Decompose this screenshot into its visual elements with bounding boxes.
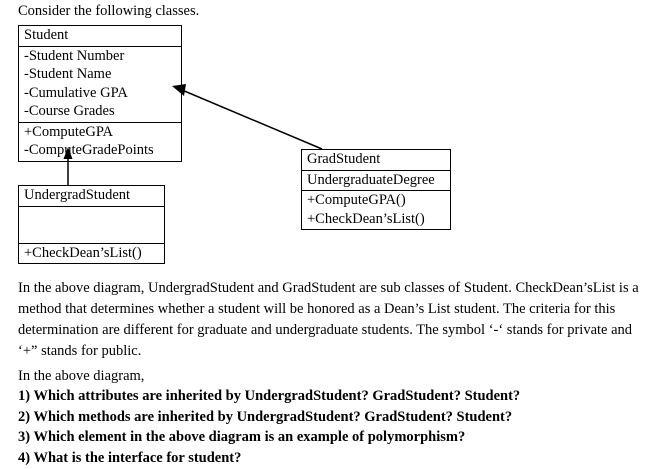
grad-methods-compartment: +ComputeGPA() +CheckDean’sList(): [302, 190, 450, 229]
question-item: 4) What is the interface for student?: [18, 449, 242, 466]
above-diagram-label: In the above diagram,: [18, 368, 145, 384]
student-attributes-compartment: -Student Number -Student Name -Cumulativ…: [19, 45, 181, 122]
grad-method: +CheckDean’sList(): [307, 210, 425, 227]
student-attribute: -Student Number: [24, 47, 125, 64]
intro-text: Consider the following classes.: [18, 3, 200, 19]
undergrad-class-name: UndergradStudent: [24, 187, 131, 203]
uml-class-undergrad-student: UndergradStudent +CheckDean’sList(): [18, 185, 165, 264]
student-attribute: -Course Grades: [24, 103, 115, 119]
questions-list: 1) Which attributes are inherited by Und…: [18, 386, 652, 468]
undergrad-attributes-compartment: [19, 205, 164, 243]
undergrad-method: +CheckDean’sList(): [24, 244, 142, 261]
student-attribute: -Student Name: [24, 66, 112, 82]
student-attribute: -Cumulative GPA: [24, 84, 128, 101]
question-item: 1) Which attributes are inherited by Und…: [18, 388, 521, 404]
grad-class-name: GradStudent: [307, 151, 381, 167]
arrow-grad-to-student: [172, 84, 323, 150]
question-item: 2) Which methods are inherited by Underg…: [18, 408, 513, 425]
explanation-paragraph: In the above diagram, UndergradStudent a…: [18, 280, 639, 359]
undergrad-methods-compartment: +CheckDean’sList(): [19, 242, 164, 264]
grad-attribute: UndergraduateDegree: [307, 171, 435, 188]
uml-class-grad-student: GradStudent UndergraduateDegree +Compute…: [301, 149, 451, 230]
student-methods-compartment: +ComputeGPA -ComputeGradePoints: [19, 121, 181, 161]
grad-name-compartment: GradStudent: [302, 150, 450, 170]
student-name-compartment: Student: [19, 26, 181, 46]
question-item: 3) Which element in the above diagram is…: [18, 429, 466, 445]
uml-class-student: Student -Student Number -Student Name -C…: [18, 25, 182, 162]
student-class-name: Student: [24, 27, 69, 43]
undergrad-name-compartment: UndergradStudent: [19, 186, 164, 206]
student-method: -ComputeGradePoints: [24, 142, 154, 158]
grad-attributes-compartment: UndergraduateDegree: [302, 169, 450, 191]
grad-method: +ComputeGPA(): [307, 192, 406, 208]
student-method: +ComputeGPA: [24, 123, 114, 140]
